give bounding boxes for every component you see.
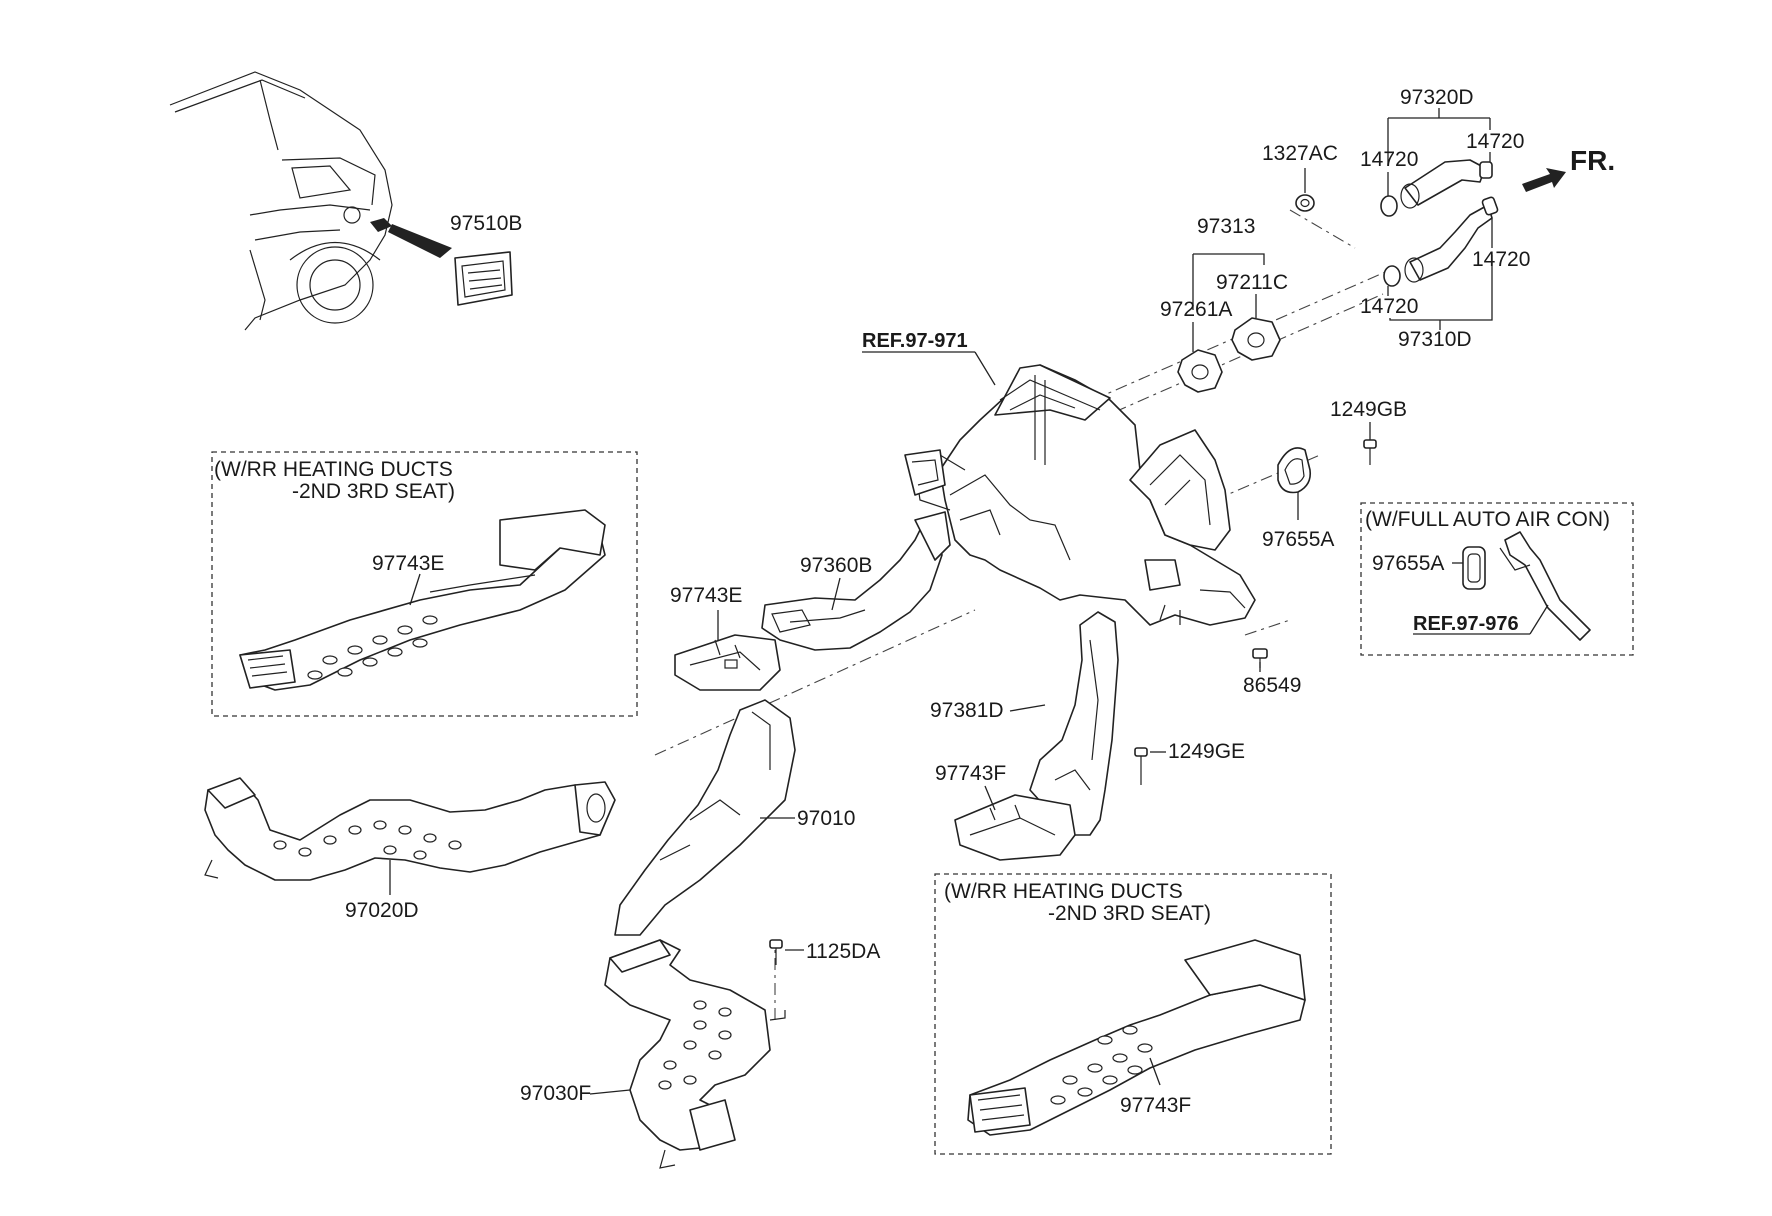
duct-97743F-rr xyxy=(967,939,1306,1136)
label-1125DA: 1125DA xyxy=(806,940,880,963)
bolt-1249GB xyxy=(1363,439,1377,465)
duct-97030F xyxy=(604,939,786,1169)
label-97381D: 97381D xyxy=(930,699,1004,722)
label-97743E: 97743E xyxy=(670,584,742,607)
label-97743E-box: 97743E xyxy=(372,552,444,575)
label-1249GB: 1249GB xyxy=(1330,398,1407,421)
duct-97020D xyxy=(204,777,616,881)
duct-97743F xyxy=(954,794,1076,861)
assembly-axis-lines xyxy=(654,209,1391,1020)
box-title-line1-right: (W/RR HEATING DUCTS xyxy=(944,880,1183,903)
ref-97-971: REF.97-971 xyxy=(862,330,968,352)
option-box-rr-ducts-left: (W/RR HEATING DUCTS -2ND 3RD SEAT) 97743… xyxy=(211,451,638,717)
label-1249GE: 1249GE xyxy=(1168,740,1245,763)
label-97743F-box: 97743F xyxy=(1120,1094,1191,1117)
label-97030F: 97030F xyxy=(520,1082,591,1105)
label-97510B: 97510B xyxy=(450,212,522,235)
hose-97310D xyxy=(1383,196,1499,287)
label-14720-b: 14720 xyxy=(1466,130,1524,153)
label-97360B: 97360B xyxy=(800,554,872,577)
front-direction-arrow xyxy=(1522,168,1566,192)
label-97261A: 97261A xyxy=(1160,298,1232,321)
label-86549: 86549 xyxy=(1243,674,1301,697)
box-title-full-auto: (W/FULL AUTO AIR CON) xyxy=(1365,508,1610,531)
label-14720-a: 14720 xyxy=(1360,148,1418,171)
gasket-97261A xyxy=(1177,349,1223,393)
duct-97360B xyxy=(761,511,951,651)
gasket-97655A xyxy=(1277,447,1312,494)
gasket-97211C xyxy=(1231,317,1281,361)
label-97310D: 97310D xyxy=(1398,328,1472,351)
screw-1125DA xyxy=(769,939,783,965)
label-1327AC: 1327AC xyxy=(1262,142,1338,165)
ref-97-976: REF.97-976 xyxy=(1413,613,1519,635)
grommet-1327AC xyxy=(1295,194,1315,212)
box-title-line1: (W/RR HEATING DUCTS xyxy=(214,458,453,481)
label-97313: 97313 xyxy=(1197,215,1255,238)
option-box-full-auto: (W/FULL AUTO AIR CON) 97655A REF.97-976 xyxy=(1360,502,1634,656)
duct-97743E xyxy=(674,634,781,691)
label-14720-c: 14720 xyxy=(1472,248,1530,271)
label-97320D: 97320D xyxy=(1400,86,1474,109)
label-fr: FR. xyxy=(1570,145,1615,176)
bolt-1249GE xyxy=(1134,747,1148,785)
label-14720-d: 14720 xyxy=(1360,295,1418,318)
vehicle-illustration: 97510B xyxy=(169,71,522,331)
label-97020D: 97020D xyxy=(345,899,419,922)
label-97211C: 97211C xyxy=(1216,271,1288,294)
heater-unit-assembly xyxy=(904,364,1256,626)
duct-97010 xyxy=(614,699,796,936)
option-box-rr-ducts-right: (W/RR HEATING DUCTS -2ND 3RD SEAT) 97743… xyxy=(934,873,1332,1155)
hose-97320D xyxy=(1380,159,1493,217)
vent-97510B xyxy=(454,251,513,306)
duct-97743E-rr xyxy=(239,509,606,691)
duct-97381D xyxy=(1029,611,1119,836)
label-97655A: 97655A xyxy=(1262,528,1334,551)
label-97743F: 97743F xyxy=(935,762,1006,785)
box-title-line2: -2ND 3RD SEAT) xyxy=(292,480,455,503)
label-97010: 97010 xyxy=(797,807,855,830)
label-97655A-box: 97655A xyxy=(1372,552,1444,575)
box-title-line2-right: -2ND 3RD SEAT) xyxy=(1048,902,1211,925)
